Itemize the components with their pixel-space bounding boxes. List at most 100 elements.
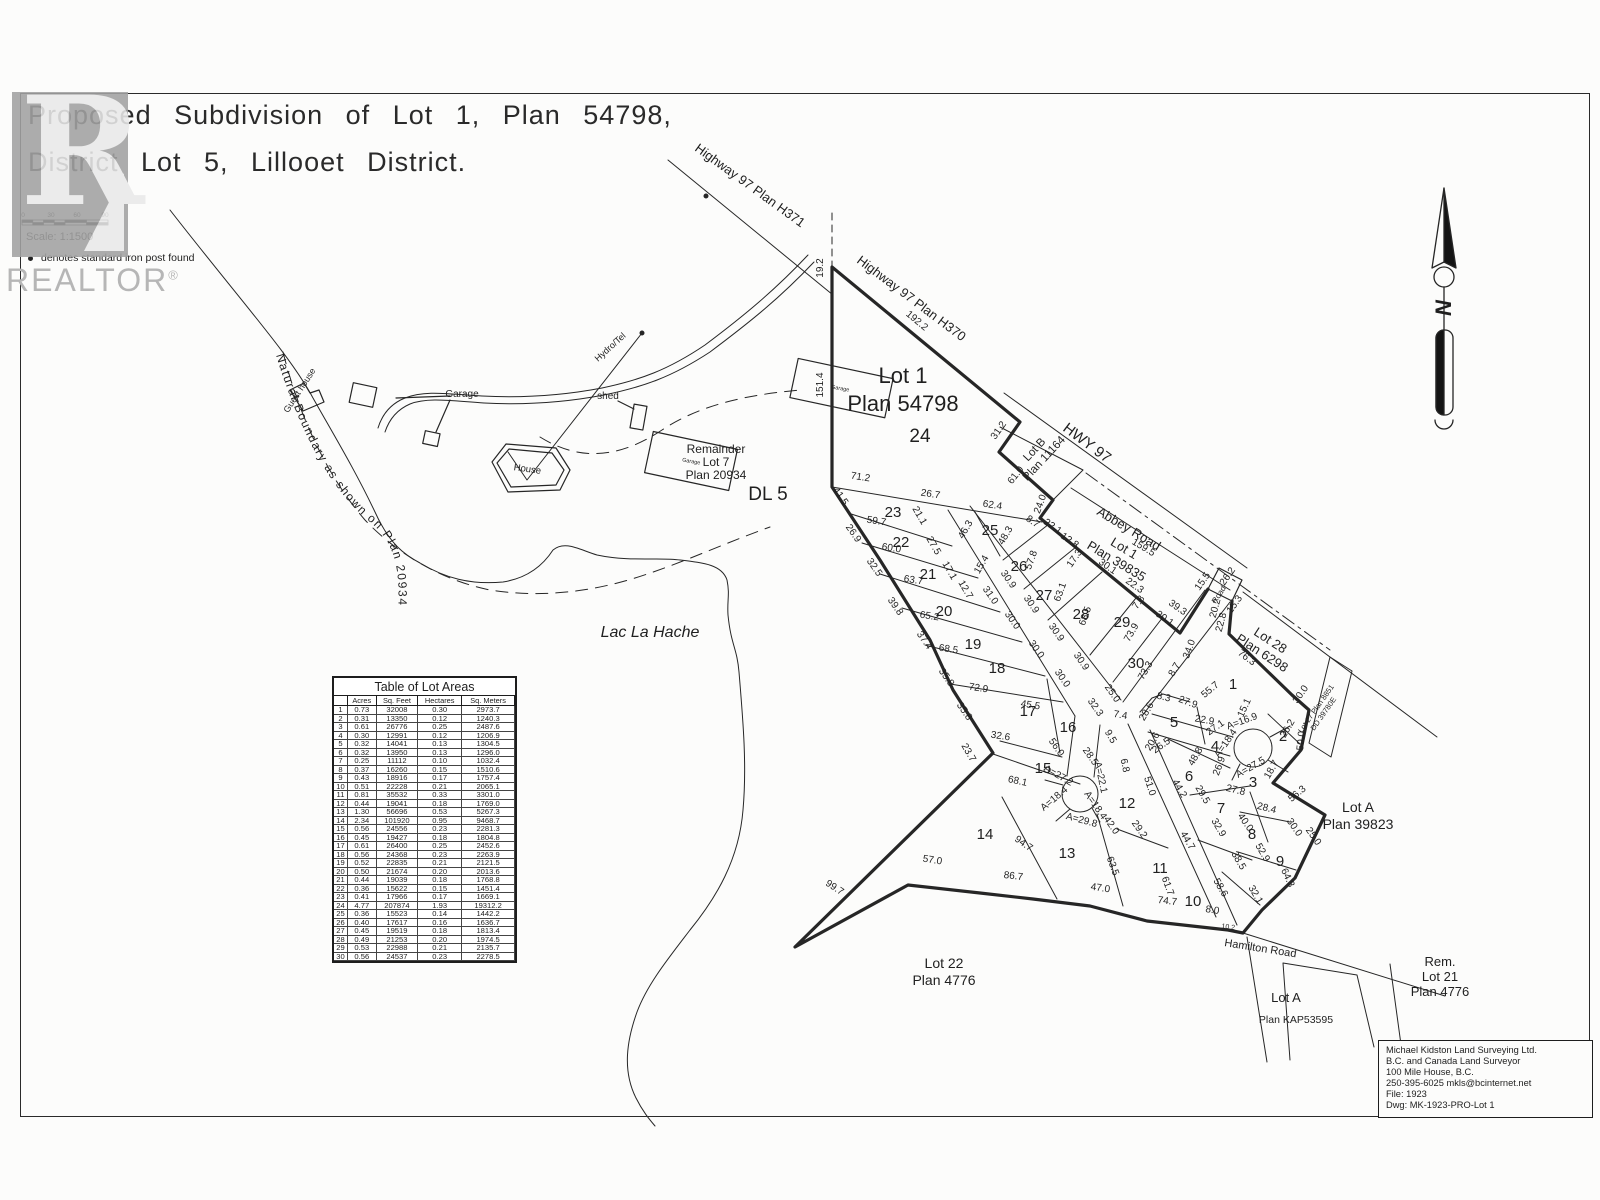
- dimension-label: 26.7: [920, 488, 941, 502]
- dimension-label: 26.9: [843, 522, 863, 545]
- parcel-label: Lot A: [1271, 990, 1301, 1005]
- dimension-label: 72.9: [968, 682, 989, 696]
- dimension-label: 32.6: [990, 730, 1011, 744]
- local-road-line: [384, 261, 815, 433]
- lot-number: 4: [1211, 738, 1219, 755]
- dimension-label: 52.9: [1253, 842, 1272, 865]
- local-road-line: [377, 254, 809, 429]
- natural-boundary-dashed: [282, 351, 771, 595]
- surveyor-name: Michael Kidston Land Surveying Ltd.: [1386, 1045, 1537, 1055]
- dimension-label: 59.7: [866, 515, 887, 529]
- dimension-label: 45.5: [1020, 699, 1041, 713]
- lot-number: 2: [1279, 728, 1287, 745]
- dimension-label: A=29.8: [1065, 811, 1099, 830]
- dimension-label: 12.7: [956, 579, 975, 602]
- dimension-label: 68.5: [938, 643, 959, 657]
- dimension-label: 44.7: [1178, 830, 1197, 853]
- dimension-label: 63.5: [1104, 855, 1121, 877]
- surveyor-file: File: 1923: [1386, 1089, 1427, 1099]
- dimension-label: 29.2: [1129, 818, 1149, 841]
- dimension-label: 25.0: [1102, 682, 1122, 705]
- dimension-label: 48.3: [996, 524, 1015, 547]
- dimension-label: 22.9: [1194, 713, 1216, 727]
- road-label: HWY 97: [1060, 420, 1115, 467]
- dimension-label: 63.7: [903, 574, 924, 588]
- dimension-label: 62.4: [982, 499, 1003, 513]
- lot-number: 11: [1152, 860, 1168, 877]
- north-letter: N: [1431, 299, 1456, 316]
- lot-number: 8: [1248, 826, 1256, 843]
- lot-number: 13: [1059, 845, 1076, 862]
- dimension-label: A=18.4: [1039, 784, 1071, 813]
- road-label: Highway 97 Plan H371: [692, 140, 808, 230]
- dimension-label: 17.3: [1065, 547, 1085, 570]
- iron-post: [639, 330, 645, 336]
- dimension-label: 27.5: [924, 535, 943, 558]
- dimension-label: 86.7: [1003, 870, 1024, 883]
- dimension-label: 21.1: [910, 505, 929, 528]
- dimension-label: 27.9: [1177, 694, 1199, 711]
- dimension-label: 99.7: [823, 878, 846, 898]
- highway-97-h371-line: [667, 159, 834, 296]
- lot-number: 27: [1036, 587, 1053, 604]
- dimension-label: 64.3: [1278, 867, 1296, 890]
- dimension-label: 30.0: [1284, 816, 1304, 839]
- lot-lines: [831, 486, 1301, 907]
- dimension-label: 23.7: [959, 742, 978, 765]
- dimension-label: 30.0: [1291, 683, 1311, 706]
- building-label: Garage: [831, 384, 850, 393]
- dimension-label: 10.2: [1221, 923, 1235, 932]
- lot-number: 28: [1073, 606, 1090, 623]
- dimension-label: 31.0: [980, 584, 1000, 607]
- dimension-label: 37.4: [914, 629, 934, 652]
- buildings: [289, 357, 894, 493]
- surveyor-city: 100 Mile House, B.C.: [1386, 1067, 1474, 1077]
- lot-number: 12: [1119, 795, 1136, 812]
- dimension-label: 51.0: [1141, 775, 1158, 797]
- natural-boundary-dashed: [539, 389, 801, 455]
- dimension-label: 19.2: [815, 258, 826, 278]
- hwy97-ne-edge: [1003, 392, 1248, 569]
- dimension-label: 17.1: [940, 560, 959, 583]
- dimension-label: 60.0: [881, 542, 902, 556]
- dimension-label: 57.0: [922, 854, 943, 868]
- dimension-label: 50.0: [1295, 730, 1308, 751]
- lot-number: 20: [936, 603, 953, 620]
- abbey-road-dashed: [1085, 472, 1331, 651]
- realtor-r-leg: [84, 173, 124, 251]
- dimension-label: 71.2: [850, 471, 871, 485]
- dimension-label: 28.6: [1137, 700, 1156, 723]
- parcel-label: Plan KAP53595: [1259, 1014, 1333, 1026]
- dimension-label: 151.4: [815, 372, 826, 397]
- lot-number: 25: [982, 522, 999, 539]
- lot-number: 19: [965, 636, 982, 653]
- dimension-label: 46.3: [956, 518, 975, 541]
- dimension-label: 30.0: [1002, 609, 1022, 632]
- dimension-label: 34.0: [1181, 638, 1198, 660]
- dimension-label: 22.8: [1214, 611, 1230, 633]
- dimension-label: 25.0: [1303, 825, 1323, 848]
- lot-areas-title: Table of Lot Areas: [334, 678, 515, 696]
- registered-mark: ®: [168, 267, 180, 283]
- dimension-label: 9.5: [1102, 728, 1119, 746]
- building-label: Garage: [445, 389, 479, 400]
- lot-number: 14: [977, 826, 994, 843]
- surveyor-dwg: Dwg: MK-1923-PRO-Lot 1: [1386, 1100, 1495, 1110]
- dimension-label: 35.8: [936, 666, 956, 689]
- dimension-label: 74.7: [1157, 895, 1178, 908]
